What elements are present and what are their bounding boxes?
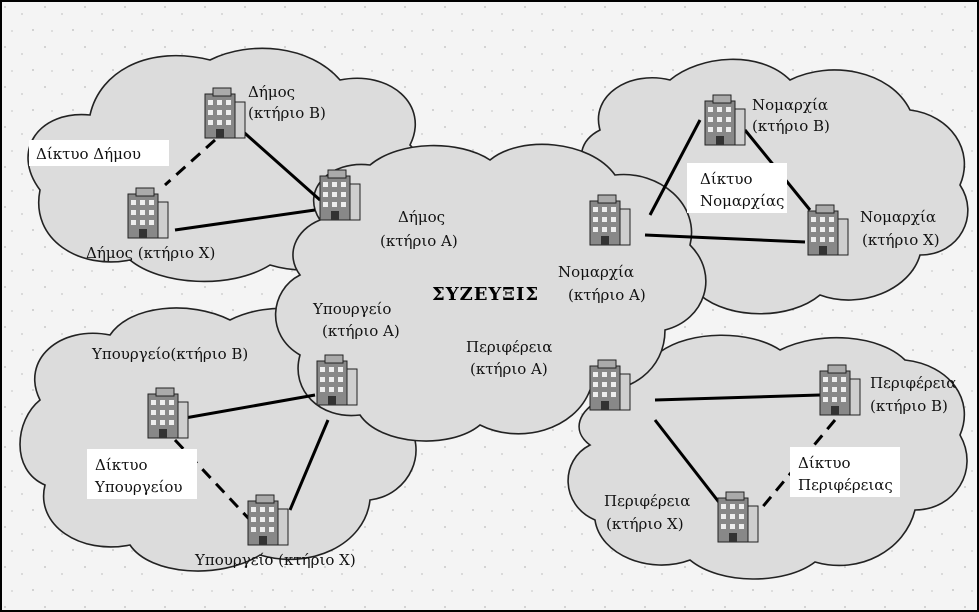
label-nomarchia-a-1: Νομαρχία <box>558 263 634 281</box>
link-ypourgeio-a-x <box>288 419 330 511</box>
network-label-dimos: Δίκτυο Δήμου <box>36 145 141 163</box>
label-dimos-b-1: Δήμος <box>248 83 295 101</box>
link-perifereia-a-x <box>653 419 727 511</box>
label-nomarchia-b-2: (κτήριο Β) <box>752 117 830 135</box>
core-network-label: ΣΥΖΕΥΞΙΣ <box>432 284 539 305</box>
link-ypourgeio-b-a <box>184 393 316 420</box>
network-label-ypourgeio-1: Δίκτυο <box>95 456 148 474</box>
label-dimos-b-2: (κτήριο Β) <box>248 104 326 122</box>
label-nomarchia-x-2: (κτήριο Χ) <box>862 231 940 249</box>
network-label-nomarchia-2: Νομαρχίας <box>700 192 784 210</box>
link-perifereia-a-b <box>654 393 821 402</box>
network-label-perifereia-1: Δίκτυο <box>798 454 851 472</box>
label-perifereia-b-1: Περιφέρεια <box>870 374 956 392</box>
label-dimos-a-1: Δήμος <box>398 208 445 226</box>
link-dimos-b-x <box>163 138 217 187</box>
label-dimos-a-2: (κτήριο Α) <box>380 232 458 250</box>
link-dimos-x-a <box>174 208 316 232</box>
label-perifereia-a-2: (κτήριο Α) <box>470 360 548 378</box>
label-nomarchia-x-1: Νομαρχία <box>860 208 936 226</box>
label-ypourgeio-x: Υπουργείο (κτήριο Χ) <box>194 551 356 569</box>
label-perifereia-x-2: (κτήριο Χ) <box>606 515 684 533</box>
label-nomarchia-b-1: Νομαρχία <box>752 96 828 114</box>
link-ypourgeio-b-x <box>173 438 252 522</box>
label-nomarchia-a-2: (κτήριο Α) <box>568 286 646 304</box>
label-ypourgeio-a-1: Υπουργείο <box>312 300 391 318</box>
network-label-ypourgeio-2: Υπουργείου <box>94 478 183 496</box>
label-ypourgeio-b: Υπουργείο(κτήριο Β) <box>91 345 248 363</box>
label-box-ypourgeio <box>87 449 197 499</box>
label-perifereia-a-1: Περιφέρεια <box>466 338 552 356</box>
label-perifereia-b-2: (κτήριο Β) <box>870 397 948 415</box>
network-label-nomarchia-1: Δίκτυο <box>700 170 753 188</box>
label-box-perifereia <box>790 447 900 497</box>
link-nomarchia-a-x <box>644 233 806 244</box>
link-nomarchia-a-b <box>648 119 702 216</box>
cloud-perifereia <box>567 334 968 580</box>
label-dimos-x: Δήμος (κτήριο Χ) <box>86 244 215 262</box>
label-box-nomarchia <box>687 163 787 213</box>
label-perifereia-x-1: Περιφέρεια <box>604 492 690 510</box>
label-ypourgeio-a-2: (κτήριο Α) <box>322 322 400 340</box>
network-label-perifereia-2: Περιφέρειας <box>798 476 893 494</box>
label-box-dimos <box>29 140 169 166</box>
